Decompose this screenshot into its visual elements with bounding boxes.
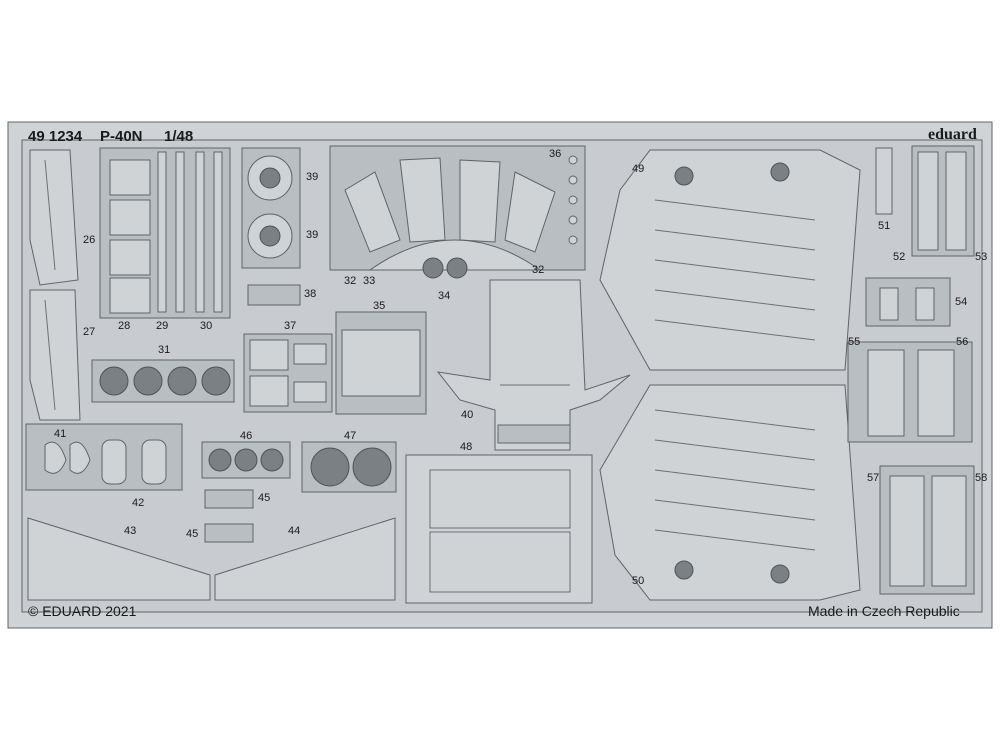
part-number: 36 <box>549 148 562 160</box>
part-number: 53 <box>975 251 988 263</box>
part-number: 32 <box>344 275 357 287</box>
part-number: 56 <box>956 336 969 348</box>
fret-code: 49 1234 <box>28 128 83 145</box>
part-26-27 <box>29 149 81 421</box>
part-number: 33 <box>363 275 376 287</box>
part-number: 42 <box>132 497 145 509</box>
part-number: 44 <box>288 525 301 537</box>
part-number: 55 <box>848 336 861 348</box>
part-36 <box>568 155 578 245</box>
part-instrument-panel <box>329 145 586 279</box>
part-number: 35 <box>373 300 386 312</box>
part-50 <box>599 384 861 601</box>
part-31 <box>91 359 235 403</box>
part-47 <box>301 441 397 493</box>
part-51-53 <box>875 145 975 257</box>
part-39 <box>241 147 301 269</box>
part-number: 43 <box>124 525 137 537</box>
part-38 <box>247 284 301 306</box>
part-48 <box>405 454 593 604</box>
part-number: 28 <box>118 320 131 332</box>
part-number: 39 <box>306 229 319 241</box>
part-number: 29 <box>156 320 169 332</box>
part-55-56 <box>847 341 973 443</box>
part-number: 39 <box>306 171 319 183</box>
part-number: 47 <box>344 430 357 442</box>
part-49 <box>599 149 861 371</box>
part-35 <box>335 311 427 415</box>
part-number: 31 <box>158 344 171 356</box>
part-number: 54 <box>955 296 968 308</box>
part-29-30-straps <box>157 151 223 313</box>
part-57-58 <box>879 465 975 595</box>
copyright: © EDUARD 2021 <box>28 603 137 619</box>
fret-model: P-40N <box>100 128 143 145</box>
part-number: 27 <box>83 326 96 338</box>
part-45 <box>204 489 254 543</box>
part-number: 41 <box>54 428 67 440</box>
brand-logo-text: eduard <box>928 126 977 143</box>
part-number: 58 <box>975 472 988 484</box>
part-43-44 <box>27 517 396 601</box>
fret-scale: 1/48 <box>164 128 194 145</box>
part-number: 30 <box>200 320 213 332</box>
part-37 <box>243 333 333 413</box>
part-number: 46 <box>240 430 253 442</box>
part-number: 34 <box>438 290 451 302</box>
part-46 <box>201 441 291 479</box>
part-number: 50 <box>632 575 645 587</box>
part-54 <box>865 277 951 327</box>
part-number: 48 <box>460 441 473 453</box>
part-number: 38 <box>304 288 317 300</box>
part-number: 32 <box>532 264 545 276</box>
part-number: 51 <box>878 220 891 232</box>
part-number: 45 <box>258 492 271 504</box>
part-number: 37 <box>284 320 297 332</box>
part-number: 57 <box>867 472 880 484</box>
part-number: 49 <box>632 163 645 175</box>
part-number: 52 <box>893 251 906 263</box>
part-41-42 <box>25 423 183 491</box>
part-number: 40 <box>461 409 474 421</box>
origin-note: Made in Czech Republic <box>808 603 960 619</box>
part-number: 45 <box>186 528 199 540</box>
part-40-seat <box>436 279 631 451</box>
part-number: 26 <box>83 234 96 246</box>
